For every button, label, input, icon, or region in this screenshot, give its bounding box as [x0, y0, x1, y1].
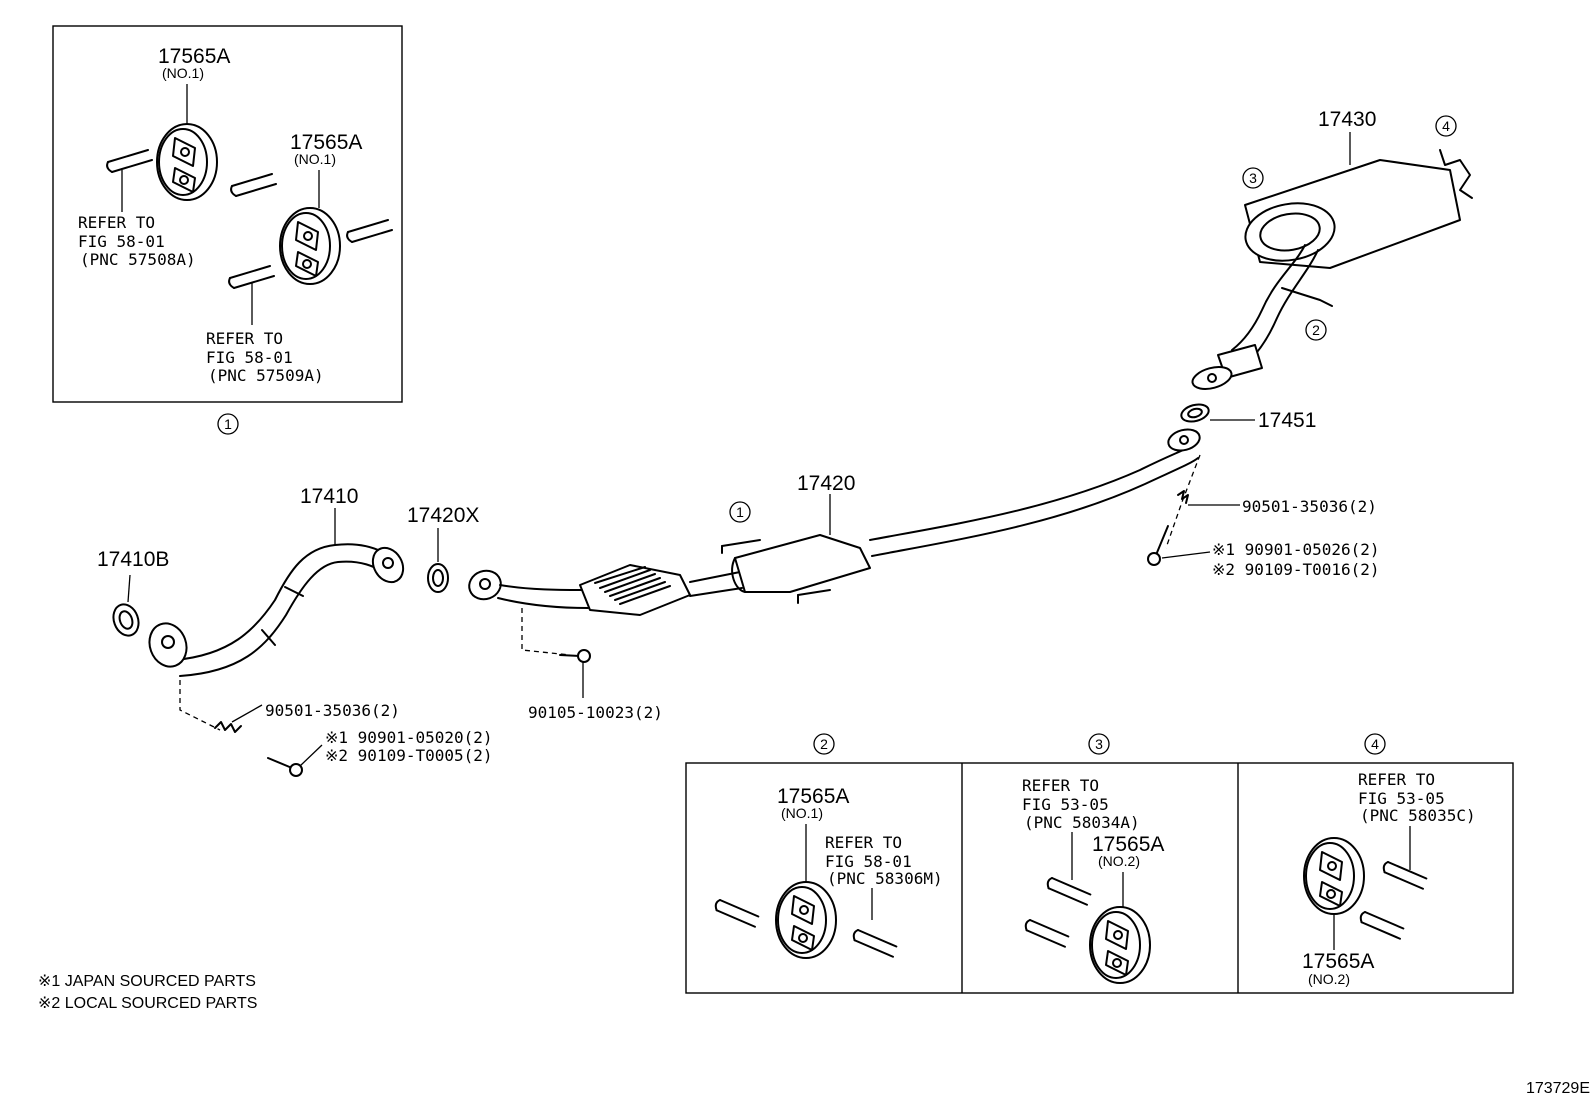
- label-17430: 17430: [1318, 108, 1376, 131]
- label-17565a-inset-a: 17565A: [158, 45, 230, 68]
- panels-frame: [685, 762, 1514, 994]
- hanger-17565a-panel2: [775, 881, 837, 959]
- rod-inset-a: [106, 149, 153, 173]
- label-no1-inset-a: (NO.1): [162, 65, 204, 81]
- rod-inset-b: [346, 219, 393, 243]
- marker-4-panel-text: 4: [1371, 736, 1379, 752]
- rod-panel3-a: [1043, 867, 1095, 915]
- label-refer-p4-3: (PNC 58035C): [1360, 806, 1476, 825]
- rod-panel4-b: [1356, 901, 1408, 949]
- inset-hangers: 17565A (NO.1) REFER TO FIG 58-01 (PNC 57…: [52, 25, 403, 435]
- center-pipe-17420: 17420 1: [468, 428, 1201, 616]
- hanger-17565a-inset-b: [279, 207, 341, 285]
- figure-id: 173729E: [1526, 1080, 1590, 1097]
- note-japan-sourced: ※1 JAPAN SOURCED PARTS: [38, 973, 256, 990]
- label-no2-panel4: (NO.2): [1308, 971, 1350, 987]
- label-refer-b2: FIG 58-01: [206, 348, 293, 367]
- label-bolt-front-1: ※1 90901-05020(2): [325, 728, 493, 747]
- label-17410: 17410: [300, 485, 358, 508]
- label-refer-a2: FIG 58-01: [78, 232, 165, 251]
- gasket-17451: 17451: [1180, 403, 1316, 432]
- marker-3-main-text: 3: [1249, 170, 1257, 186]
- label-bolt-rear-1: ※1 90901-05026(2): [1212, 540, 1380, 559]
- gasket-17420x: 17420X: [407, 504, 479, 593]
- label-spring-rear: 90501-35036(2): [1242, 497, 1377, 516]
- label-spring-front: 90501-35036(2): [265, 701, 400, 720]
- hanger-17565a-panel3: [1089, 906, 1151, 984]
- rod-inset-a2: [230, 173, 277, 197]
- marker-1-inset-text: 1: [224, 416, 232, 432]
- label-bolt-converter: 90105-10023(2): [528, 703, 663, 722]
- label-17451: 17451: [1258, 409, 1316, 432]
- converter-fasteners: 90105-10023(2): [521, 608, 663, 722]
- label-refer-p3-1: REFER TO: [1022, 776, 1099, 795]
- hanger-17565a-panel4: [1303, 837, 1365, 915]
- marker-4-main-text: 4: [1442, 118, 1450, 134]
- label-refer-b3: (PNC 57509A): [208, 366, 324, 385]
- label-17420: 17420: [797, 472, 855, 495]
- label-refer-p4-2: FIG 53-05: [1358, 789, 1445, 808]
- rod-panel3-b: [1021, 909, 1073, 957]
- front-pipe-17410: 17410: [148, 485, 405, 677]
- label-17410b: 17410B: [97, 548, 169, 571]
- front-fasteners: 90501-35036(2) ※1 90901-05020(2) ※2 9010…: [179, 680, 493, 777]
- label-refer-p3-3: (PNC 58034A): [1024, 813, 1140, 832]
- label-refer-a1: REFER TO: [78, 213, 155, 232]
- gasket-17410b: 17410B: [97, 548, 169, 637]
- label-17565a-panel3: 17565A: [1092, 833, 1164, 856]
- hanger-17565a-inset-a: [156, 123, 218, 201]
- marker-2-panel-text: 2: [820, 736, 828, 752]
- label-17565a-panel2: 17565A: [777, 785, 849, 808]
- label-refer-p2-3: (PNC 58306M): [827, 869, 943, 888]
- label-no1-panel2: (NO.1): [781, 805, 823, 821]
- label-bolt-front-2: ※2 90109-T0005(2): [325, 746, 493, 765]
- label-17565a-inset-b: 17565A: [290, 131, 362, 154]
- label-refer-p2-2: FIG 58-01: [825, 852, 912, 871]
- label-refer-b1: REFER TO: [206, 329, 283, 348]
- label-bolt-rear-2: ※2 90109-T0016(2): [1212, 560, 1380, 579]
- detail-panels: 2 17565A (NO.1) REFER TO FIG 58-01 (PNC …: [685, 733, 1514, 994]
- marker-3-panel-text: 3: [1095, 736, 1103, 752]
- label-refer-p3-2: FIG 53-05: [1022, 795, 1109, 814]
- label-17420x: 17420X: [407, 504, 479, 527]
- label-refer-p4-1: REFER TO: [1358, 770, 1435, 789]
- label-refer-a3: (PNC 57508A): [80, 250, 196, 269]
- marker-1-main-text: 1: [736, 504, 744, 520]
- label-no2-panel3: (NO.2): [1098, 853, 1140, 869]
- label-no1-inset-b: (NO.1): [294, 151, 336, 167]
- rod-panel2-a: [711, 889, 763, 937]
- rod-panel4-a: [1379, 851, 1431, 899]
- muffler-17430: 17430 3 4 2: [1191, 108, 1473, 390]
- rod-panel2-b: [849, 919, 901, 967]
- label-17565a-panel4: 17565A: [1302, 950, 1374, 973]
- label-refer-p2-1: REFER TO: [825, 833, 902, 852]
- inset-frame: [52, 25, 403, 403]
- rear-fasteners: 90501-35036(2) ※1 90901-05026(2) ※2 9010…: [1147, 454, 1380, 579]
- marker-2-main-text: 2: [1312, 322, 1320, 338]
- note-local-sourced: ※2 LOCAL SOURCED PARTS: [38, 995, 257, 1012]
